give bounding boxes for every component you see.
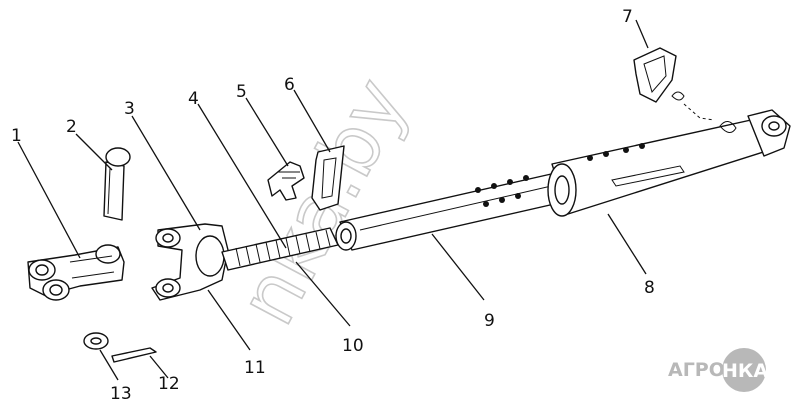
part-7-chain-clip [633, 47, 715, 121]
part-1-fork [27, 244, 125, 301]
part-label-8: 8 [644, 278, 655, 298]
part-13-washer [83, 332, 109, 350]
part-label-13: 13 [110, 384, 132, 404]
logo-text-right: НКА [722, 360, 768, 382]
part-label-11: 11 [244, 358, 266, 378]
part-label-4: 4 [188, 89, 199, 109]
part-6-clip [311, 145, 345, 211]
logo-circle [722, 348, 766, 392]
part-label-1: 1 [11, 126, 22, 146]
part-label-9: 9 [484, 311, 495, 331]
part-12-split-pin [111, 347, 157, 363]
logo-text-left: АГРО [668, 359, 725, 381]
part-label-10: 10 [342, 336, 364, 356]
part-5-bracket [267, 161, 305, 201]
part-label-2: 2 [66, 117, 77, 137]
part-label-7: 7 [622, 7, 633, 27]
leader-lines [17, 19, 649, 381]
part-2-pin [103, 147, 131, 221]
agronka-logo: АГРО НКА [668, 348, 768, 392]
part-label-5: 5 [236, 82, 247, 102]
part-8-outer-tube [547, 109, 791, 217]
part-label-6: 6 [284, 75, 295, 95]
part-label-12: 12 [158, 374, 180, 394]
part-3-clevis-end [151, 223, 229, 301]
part-label-3: 3 [124, 99, 135, 119]
